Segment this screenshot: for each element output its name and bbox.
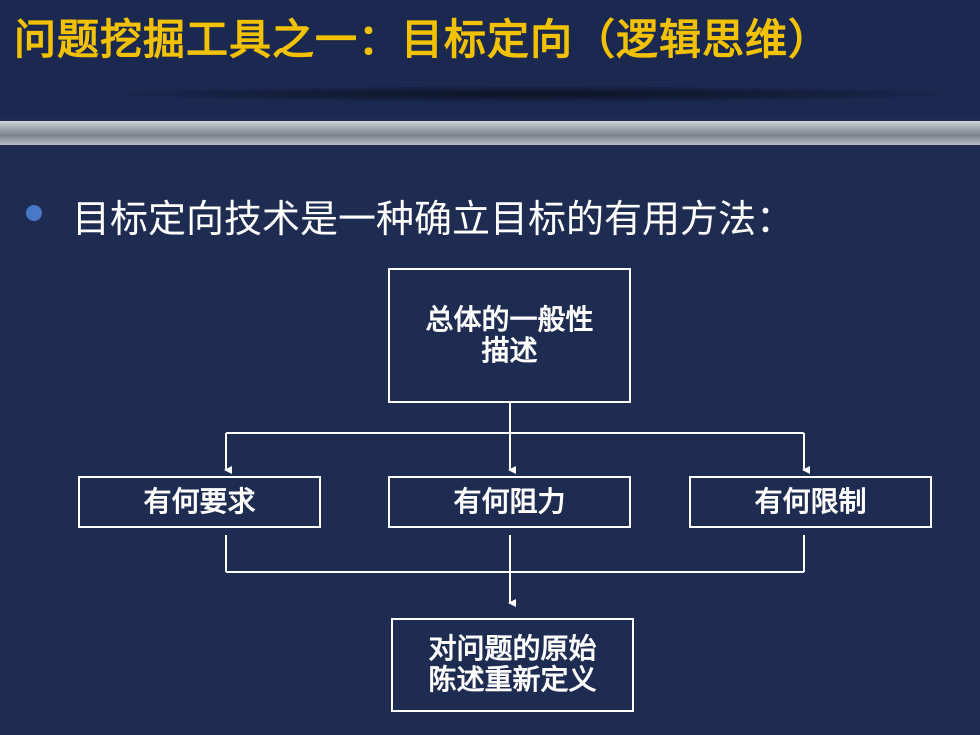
box-label: 对问题的原始 陈述重新定义 — [428, 632, 597, 696]
bullet-dot-icon — [26, 205, 42, 221]
title-shadow-decoration — [120, 86, 950, 102]
bullet-text: 目标定向技术是一种确立目标的有用方法： — [72, 197, 795, 241]
diagram-box-general-description: 总体的一般性 描述 — [388, 268, 631, 403]
title-band: 问题挖掘工具之一：目标定向（逻辑思维） — [0, 0, 980, 118]
diagram-box-obstacles: 有何阻力 — [388, 476, 631, 528]
box-label: 有何限制 — [754, 484, 867, 518]
slide-title: 问题挖掘工具之一：目标定向（逻辑思维） — [14, 15, 832, 64]
diagram-box-requirements: 有何要求 — [78, 476, 321, 528]
box-label: 总体的一般性 描述 — [425, 302, 594, 367]
title-divider — [0, 121, 980, 145]
diagram-box-redefinition: 对问题的原始 陈述重新定义 — [391, 618, 634, 712]
box-label: 有何要求 — [143, 484, 256, 518]
box-label: 有何阻力 — [453, 484, 566, 518]
diagram-box-constraints: 有何限制 — [689, 476, 932, 528]
